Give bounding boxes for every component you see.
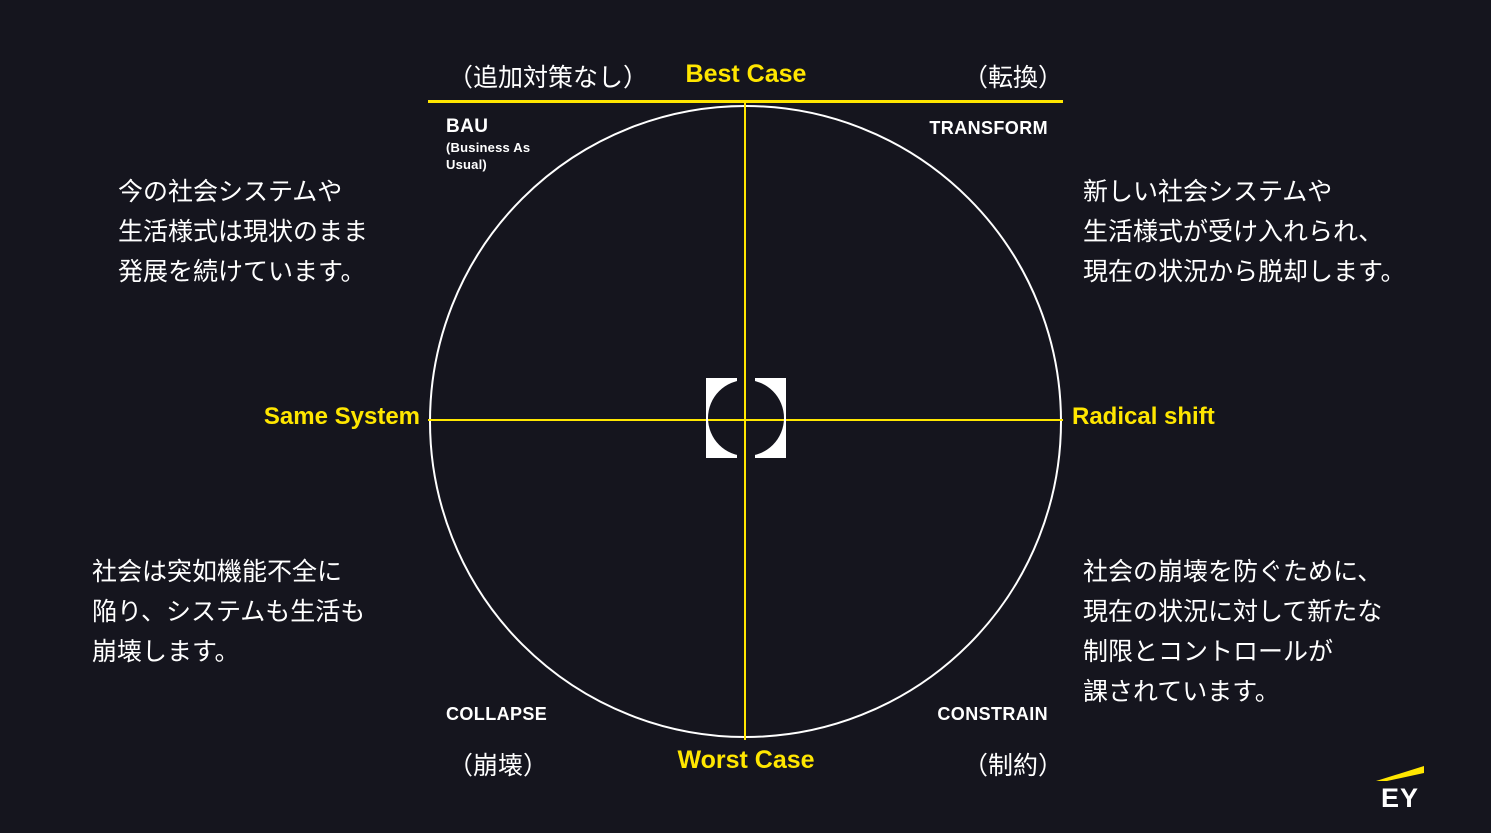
annotation-bottom-left: 社会は突如機能不全に 陥り、システムも生活も 崩壊します。 xyxy=(92,558,366,666)
quadrant-title-transform: TRANSFORM xyxy=(929,118,1048,138)
top-left-note: （追加対策なし） xyxy=(448,64,649,92)
annotation-bottom-right: 社会の崩壊を防ぐために、 現在の状況に対して新たな 制限とコントロールが 課され… xyxy=(1083,558,1383,706)
bracket-target-icon xyxy=(706,378,786,458)
quadrant-matrix: BAU (Business As Usual) TRANSFORM COLLAP… xyxy=(428,100,1063,740)
best-case-label: Best Case xyxy=(685,60,807,88)
right-axis-label: Radical shift xyxy=(1072,403,1215,430)
quadrant-title-collapse: COLLAPSE xyxy=(446,704,548,724)
quadrant-title-constrain: CONSTRAIN xyxy=(937,704,1048,724)
ey-beam-icon xyxy=(1376,766,1424,781)
ey-logo-text: EY xyxy=(1380,783,1420,813)
ey-logo: EY xyxy=(1374,766,1426,814)
worst-case-label: Worst Case xyxy=(677,746,815,774)
quadrant-subtitle-bau: (Business As Usual) xyxy=(446,140,531,172)
annotation-top-left: 今の社会システムや 生活様式は現状のまま 発展を続けています。 xyxy=(118,178,369,286)
left-axis-label: Same System xyxy=(263,403,420,430)
bottom-right-note: （制約） xyxy=(963,752,1064,780)
vertical-axis-line xyxy=(744,103,746,740)
top-right-note: （転換） xyxy=(963,64,1064,92)
annotation-top-right: 新しい社会システムや 生活様式が受け入れられ、 現在の状況から脱却します。 xyxy=(1083,178,1406,286)
quadrant-title-bau: BAU xyxy=(446,116,489,137)
bottom-left-note: （崩壊） xyxy=(448,752,549,780)
